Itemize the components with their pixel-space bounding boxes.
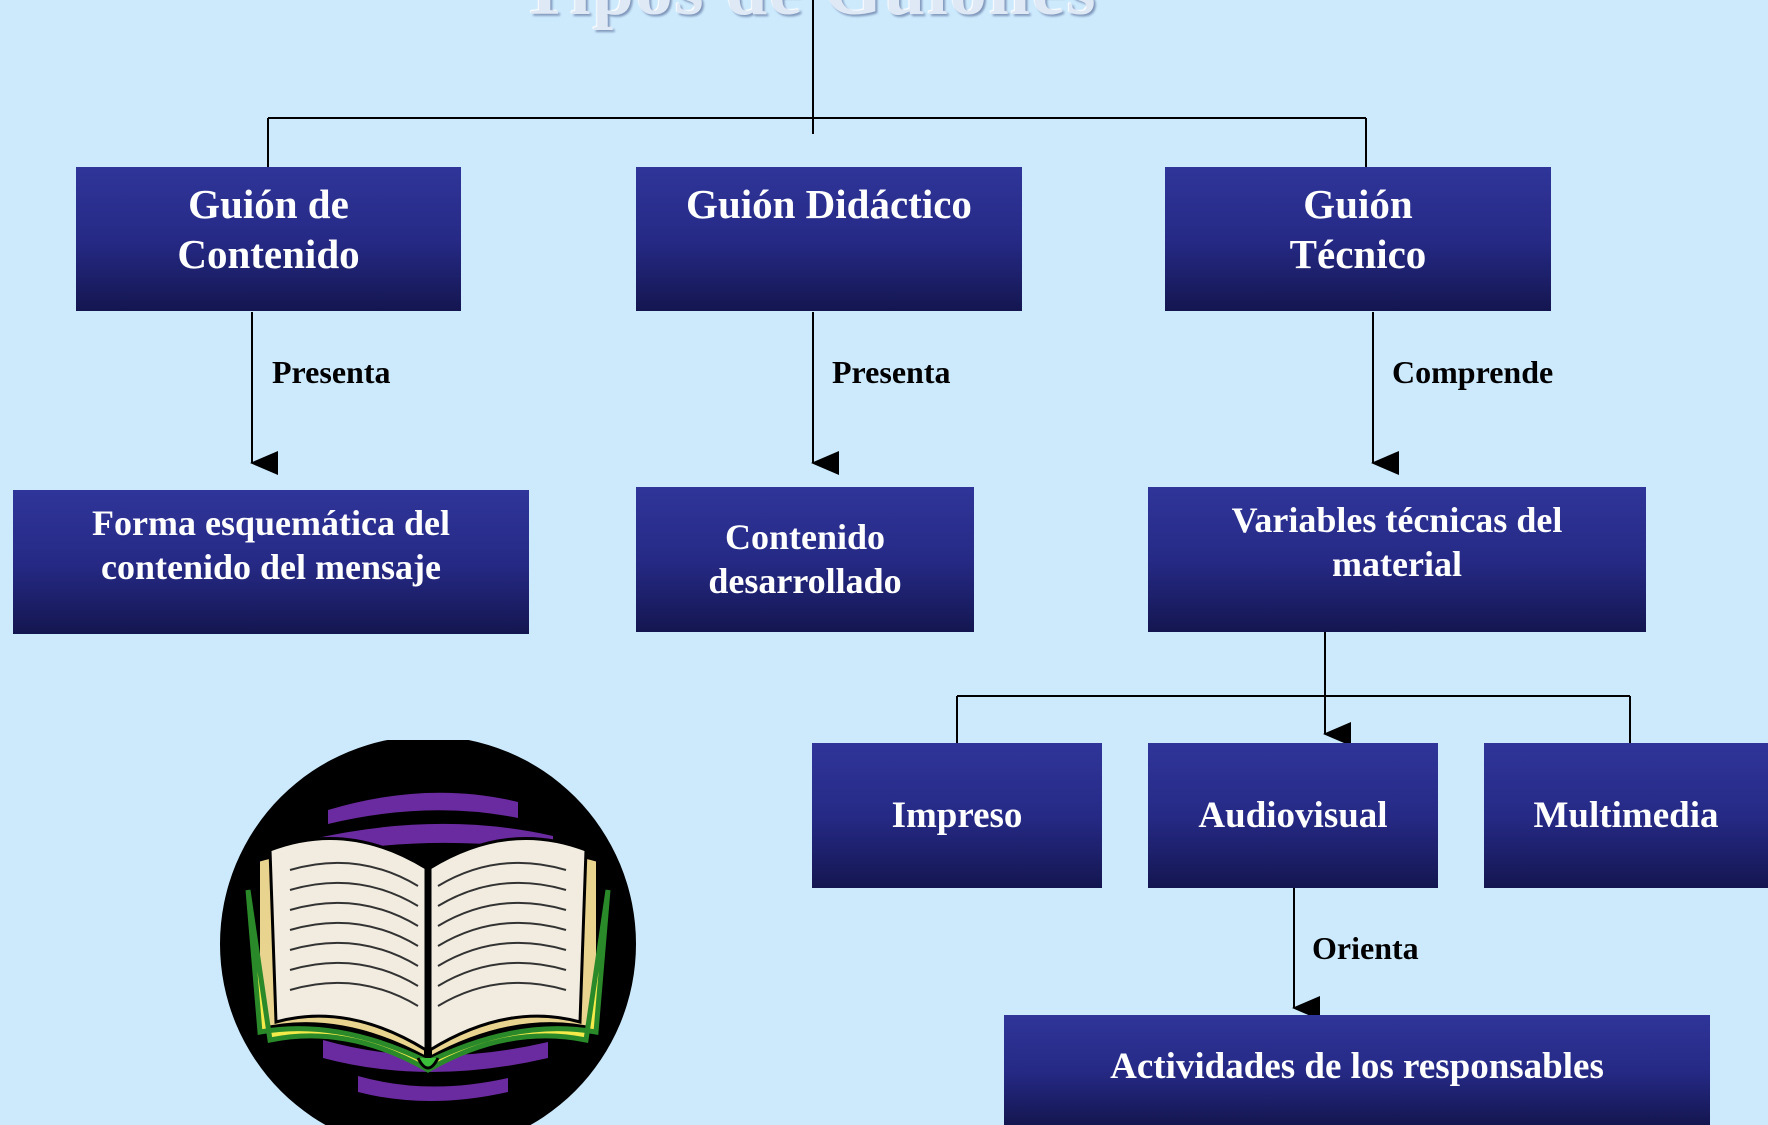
box-contenido-desarrollado: Contenido desarrollado (636, 487, 974, 632)
box-variables-tecnicas: Variables técnicas del material (1148, 487, 1646, 632)
book-body (245, 837, 611, 1073)
box-variables-tecnicas-text: Variables técnicas del material (1231, 500, 1563, 584)
box-guion-didactico: Guión Didáctico (636, 167, 1022, 311)
box-guion-contenido-text: Guión de Contenido (177, 181, 360, 278)
box-guion-contenido: Guión de Contenido (76, 167, 461, 311)
box-forma-esquematica-text: Forma esquemática del contenido del mens… (92, 503, 450, 587)
box-impreso: Impreso (812, 743, 1102, 888)
box-guion-tecnico-text: Guión Técnico (1289, 181, 1427, 278)
box-guion-didactico-text: Guión Didáctico (686, 181, 972, 227)
open-book-illustration (220, 740, 636, 1125)
box-forma-esquematica: Forma esquemática del contenido del mens… (13, 490, 529, 634)
box-audiovisual: Audiovisual (1148, 743, 1438, 888)
label-comprende: Comprende (1392, 354, 1554, 390)
box-actividades-text: Actividades de los responsables (1110, 1046, 1604, 1087)
box-multimedia-text: Multimedia (1533, 794, 1719, 836)
diagram-title: Tipos de Guiones (520, 0, 1098, 33)
label-presenta-1: Presenta (272, 354, 391, 390)
label-presenta-2: Presenta (832, 354, 951, 390)
box-guion-tecnico: Guión Técnico (1165, 167, 1551, 311)
box-audiovisual-text: Audiovisual (1198, 794, 1388, 836)
label-orienta: Orienta (1312, 930, 1419, 966)
box-actividades: Actividades de los responsables (1004, 1015, 1710, 1125)
box-impreso-text: Impreso (891, 794, 1023, 836)
box-contenido-desarrollado-text: Contenido desarrollado (708, 516, 902, 601)
box-multimedia: Multimedia (1484, 743, 1768, 888)
